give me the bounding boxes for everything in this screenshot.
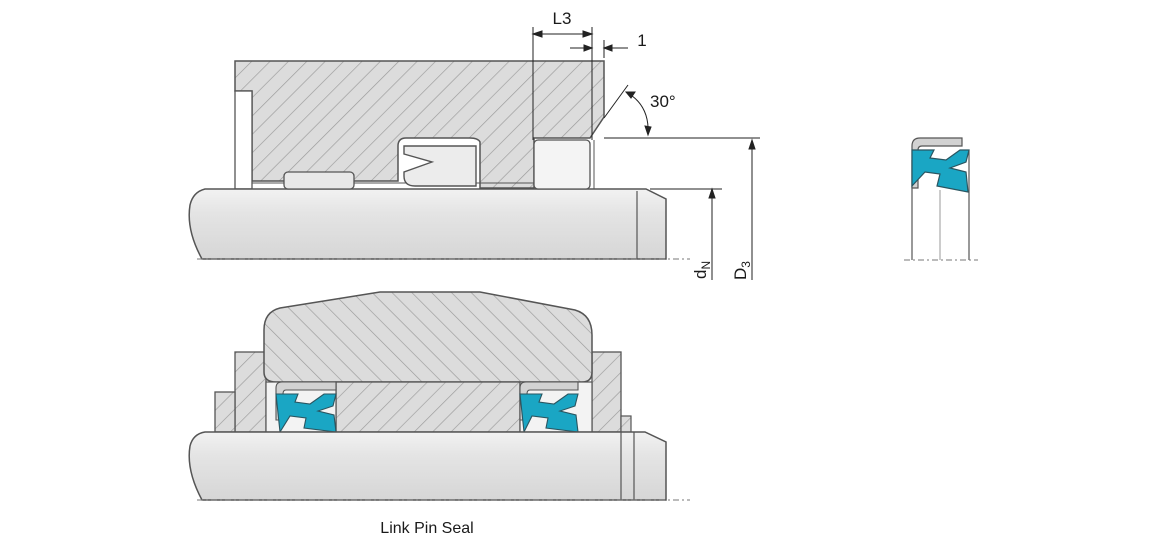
top-assembly (188, 60, 690, 260)
dimension-lines (531, 27, 760, 280)
bottom-left-seal-blue (275, 393, 337, 434)
bottom-left-washer (214, 391, 236, 433)
d3-label: D3 (731, 261, 753, 280)
top-small-ring (283, 171, 355, 190)
l3-label: L3 (553, 9, 572, 28)
bottom-pin (188, 431, 667, 501)
top-housing (234, 60, 605, 189)
angle-label: 30° (650, 92, 676, 111)
bottom-right-seal-blue (519, 393, 579, 434)
svg-text:dN: dN (691, 261, 713, 279)
caption: Link Pin Seal (380, 520, 473, 537)
dn-label: dN (691, 261, 713, 279)
top-bore-pocket (533, 139, 591, 190)
bottom-bushing (335, 381, 521, 433)
bottom-left-flange (234, 351, 267, 433)
dim-1-label: 1 (637, 31, 646, 50)
seal-cross-section (904, 137, 978, 261)
bottom-right-flange (591, 351, 622, 433)
svg-text:D3: D3 (731, 261, 753, 280)
bottom-assembly (188, 291, 690, 501)
bottom-link-body (263, 291, 593, 383)
top-seal-profile (403, 145, 477, 187)
seal-blue-profile (911, 149, 970, 193)
seal-metal-case (911, 137, 963, 189)
top-rod (188, 188, 667, 260)
top-left-gap (234, 90, 253, 190)
